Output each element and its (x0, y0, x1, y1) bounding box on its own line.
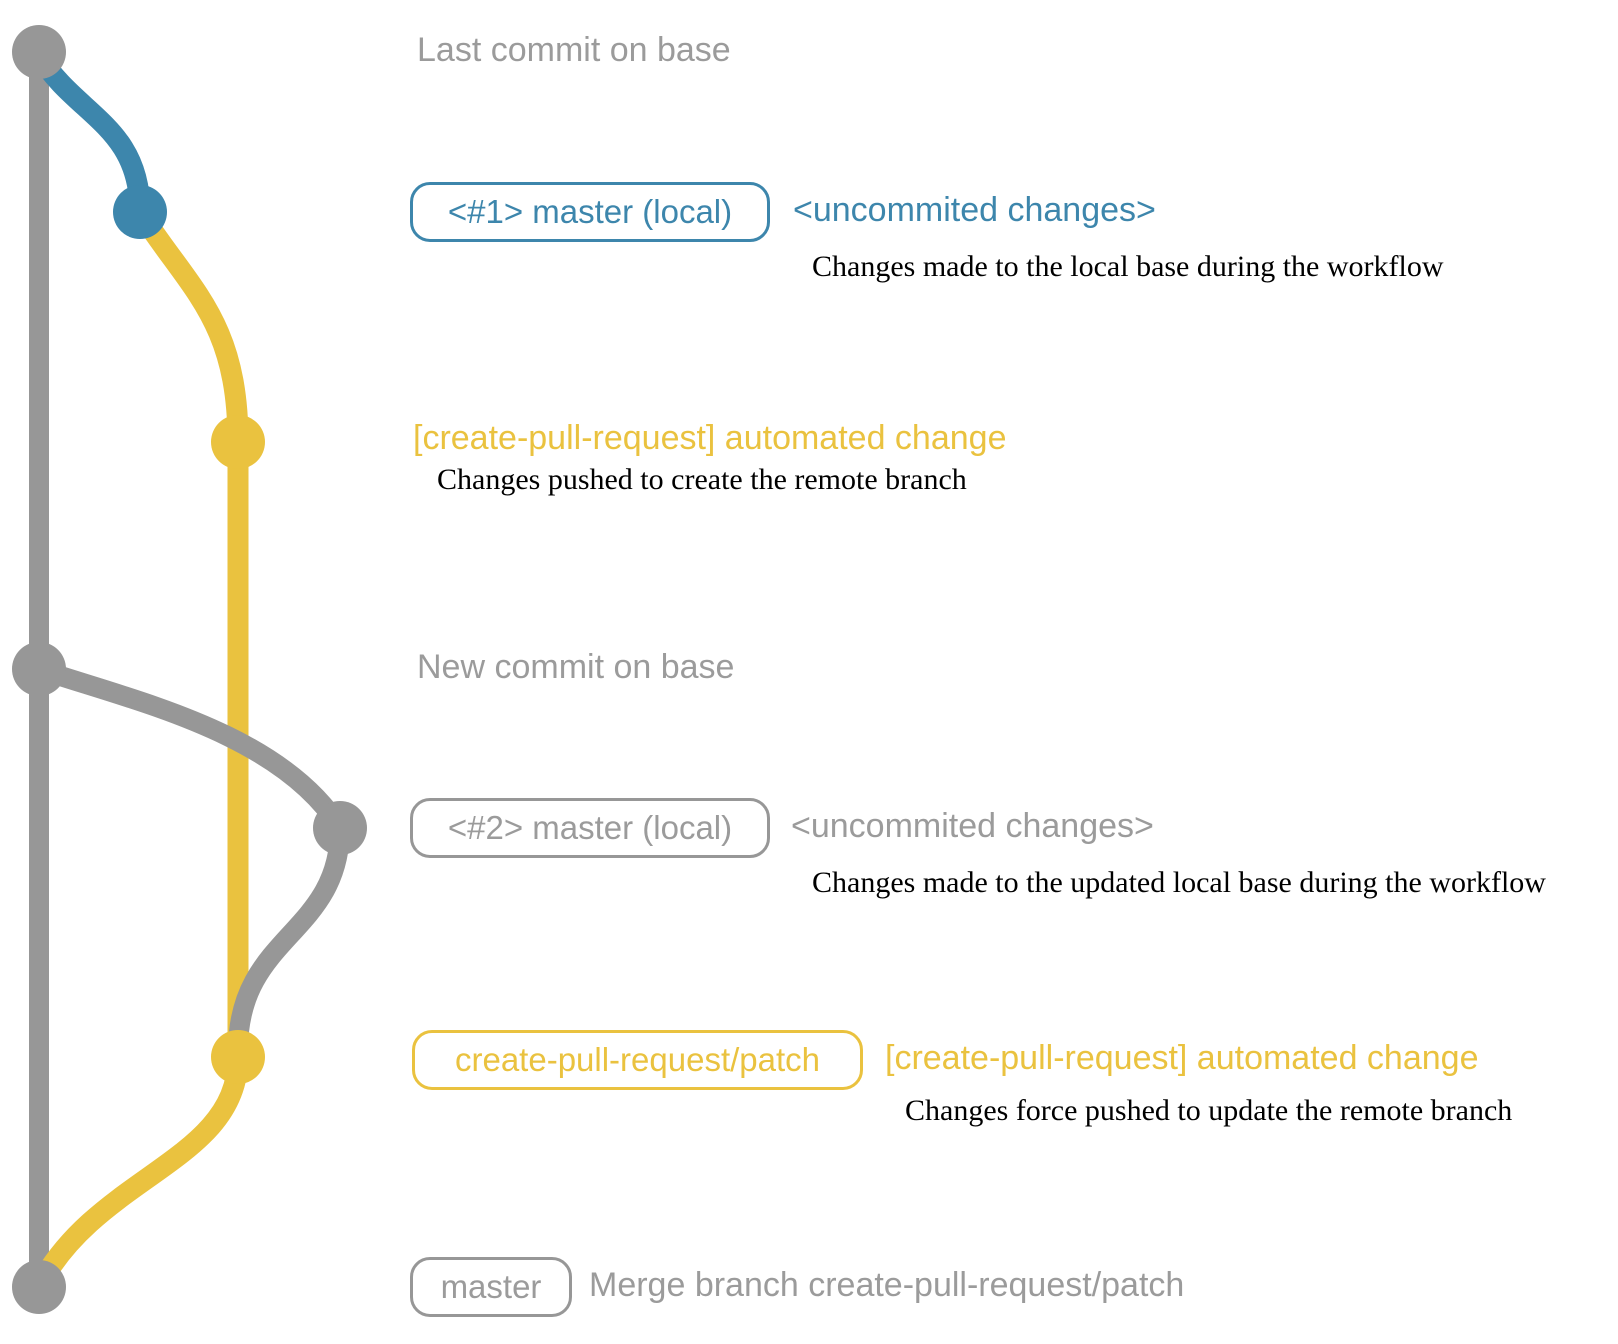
commit-message-local-commit-1: <uncommited changes> (793, 191, 1156, 229)
commit-dot-merge-commit (12, 1260, 66, 1314)
commit-dot-last-commit-on-base (12, 25, 66, 79)
annotation-local-commit-1: Changes made to the local base during th… (812, 250, 1444, 283)
branch-tag-master-local-1: <#1> master (local) (410, 182, 770, 242)
commit-message-new-commit-on-base: New commit on base (417, 648, 735, 686)
branch-tag-create-pull-request-patch: create-pull-request/patch (412, 1030, 863, 1090)
commit-message-local-commit-2: <uncommited changes> (791, 807, 1154, 845)
commit-dot-automated-change-2 (211, 1030, 265, 1084)
master-local-2-branch-line (35, 659, 351, 1051)
commit-message-automated-change-1: [create-pull-request] automated change (413, 419, 1007, 457)
master-local-1-branch-line (30, 49, 151, 213)
commit-dot-local-commit-1 (113, 185, 167, 239)
patch-branch-line-upper (131, 206, 249, 1057)
annotation-automated-change-1: Changes pushed to create the remote bran… (437, 463, 967, 496)
commit-message-merge-commit: Merge branch create-pull-request/patch (589, 1266, 1185, 1304)
branch-tag-master-local-2: <#2> master (local) (410, 798, 770, 858)
annotation-automated-change-2: Changes force pushed to update the remot… (905, 1094, 1513, 1127)
commit-dot-automated-change-1 (211, 415, 265, 469)
branch-tag-master: master (410, 1257, 572, 1317)
commit-dot-new-commit-on-base (12, 642, 66, 696)
commit-message-automated-change-2: [create-pull-request] automated change (885, 1039, 1479, 1077)
commit-message-last-commit-on-base: Last commit on base (417, 31, 731, 69)
patch-branch-merge-line (31, 1056, 249, 1289)
annotation-local-commit-2: Changes made to the updated local base d… (812, 866, 1546, 899)
commit-dot-local-commit-2 (313, 801, 367, 855)
